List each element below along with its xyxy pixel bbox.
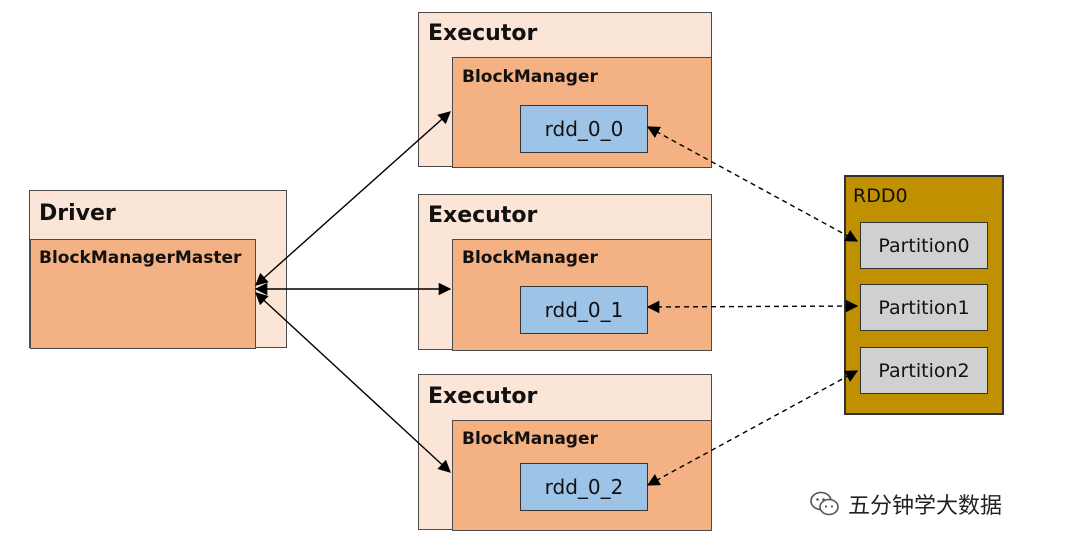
block-manager-label-0: BlockManager <box>462 67 598 87</box>
driver-box: Driver BlockManagerMaster <box>29 190 287 349</box>
rdd-block-2: rdd_0_2 <box>520 463 648 511</box>
watermark-text: 五分钟学大数据 <box>848 494 1003 519</box>
rdd-block-1: rdd_0_1 <box>520 286 648 334</box>
executor-box-0: Executor BlockManager rdd_0_0 <box>418 12 712 168</box>
partition-0: Partition0 <box>860 222 988 269</box>
block-manager-master-box: BlockManagerMaster <box>30 239 256 349</box>
executor-box-2: Executor BlockManager rdd_0_2 <box>418 374 712 531</box>
driver-title: Driver <box>39 201 116 226</box>
wechat-icon <box>810 491 839 516</box>
rdd-container: RDD0 Partition0 Partition1 Partition2 <box>844 175 1004 415</box>
block-manager-label-2: BlockManager <box>462 429 598 449</box>
executor-box-1: Executor BlockManager rdd_0_1 <box>418 194 712 351</box>
executor-title-2: Executor <box>428 384 538 409</box>
rdd-title: RDD0 <box>853 185 908 207</box>
rdd-block-0: rdd_0_0 <box>520 105 648 153</box>
block-manager-box-1: BlockManager rdd_0_1 <box>452 239 712 351</box>
partition-2: Partition2 <box>860 347 988 394</box>
executor-title-0: Executor <box>428 21 538 46</box>
block-manager-label-1: BlockManager <box>462 248 598 268</box>
partition-1: Partition1 <box>860 284 988 331</box>
executor-title-1: Executor <box>428 203 538 228</box>
block-manager-box-2: BlockManager rdd_0_2 <box>452 420 712 531</box>
watermark: 五分钟学大数据 <box>810 488 1002 520</box>
block-manager-master-label: BlockManagerMaster <box>39 248 242 268</box>
block-manager-box-0: BlockManager rdd_0_0 <box>452 57 712 168</box>
